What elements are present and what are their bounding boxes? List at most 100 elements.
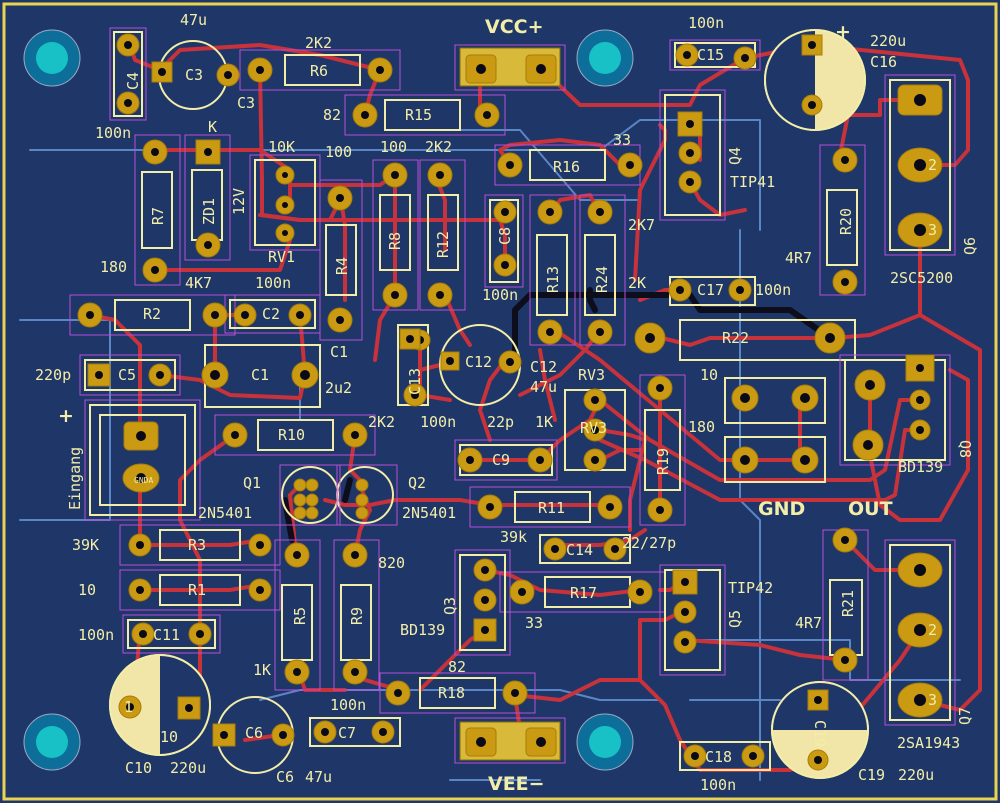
pads-square bbox=[87, 34, 943, 757]
label-r6: R6 bbox=[310, 62, 328, 80]
label-r20-val: 4R7 bbox=[785, 249, 812, 267]
label-r10: R10 bbox=[278, 426, 305, 444]
label-r2: R2 bbox=[143, 305, 161, 323]
label-c10-inner: 10 bbox=[160, 728, 178, 746]
label-r1-val: 10 bbox=[78, 581, 96, 599]
label-vcc: VCC+ bbox=[485, 16, 544, 38]
label-q8-val: BD139 bbox=[898, 458, 943, 476]
label-r3: R3 bbox=[188, 536, 206, 554]
label-rv3: RV3 bbox=[578, 366, 605, 384]
label-eingang-plus: + bbox=[58, 405, 74, 427]
label-r11-val: 39k bbox=[500, 528, 527, 546]
label-q6-pin3: 3 bbox=[928, 221, 937, 239]
label-r21-val: 4R7 bbox=[795, 614, 822, 632]
label-c10: C10 bbox=[125, 759, 152, 777]
label-c6-val: 47u bbox=[305, 768, 332, 786]
label-c14: C14 bbox=[566, 541, 593, 559]
label-q1-val: 2N5401 bbox=[198, 504, 252, 522]
label-c4-val: 100n bbox=[95, 124, 131, 142]
pads bbox=[77, 33, 943, 771]
label-r7: R7 bbox=[149, 207, 167, 225]
label-r19-val: 180 bbox=[688, 418, 715, 436]
label-c19-inner: C19 bbox=[811, 720, 829, 747]
label-q3-val: BD139 bbox=[400, 621, 445, 639]
label-r21: R21 bbox=[839, 590, 857, 617]
label-c18-val: 100n bbox=[700, 776, 736, 794]
label-c4: C4 bbox=[124, 72, 142, 90]
label-c17-val: 100n bbox=[755, 281, 791, 299]
label-q4-val: TIP41 bbox=[730, 173, 775, 191]
label-rv1: RV1 bbox=[268, 248, 295, 266]
label-c16: C16 bbox=[870, 53, 897, 71]
label-r15-val: 82 bbox=[323, 106, 341, 124]
silkscreen-labels: VCC+ VEE− GND OUT Eingang + 47u C3 C3 C4… bbox=[35, 11, 979, 795]
label-r12-val: 2K2 bbox=[425, 138, 452, 156]
label-rv1-val2: 4K7 bbox=[185, 274, 212, 292]
label-c10-val: 220u bbox=[170, 759, 206, 777]
label-c2: C2 bbox=[262, 305, 280, 323]
label-r1: R1 bbox=[188, 581, 206, 599]
label-q7: Q7 bbox=[956, 707, 974, 725]
label-r24-val: 2K bbox=[628, 274, 646, 292]
label-r22-val: 10 bbox=[700, 366, 718, 384]
label-gnd: GND bbox=[758, 498, 805, 520]
label-q5: Q5 bbox=[726, 610, 744, 628]
heavy-traces bbox=[282, 287, 833, 543]
label-c2-val: 100n bbox=[255, 274, 291, 292]
label-q2: Q2 bbox=[408, 474, 426, 492]
label-out: OUT bbox=[848, 498, 893, 520]
label-r16-val: 33 bbox=[613, 131, 631, 149]
label-c19-val: 220u bbox=[898, 766, 934, 784]
label-c3b: C3 bbox=[237, 94, 255, 112]
label-c6-2: C6 bbox=[276, 768, 294, 786]
label-q5-val: TIP42 bbox=[728, 579, 773, 597]
label-q4: Q4 bbox=[726, 147, 744, 165]
label-q7-pin2: 2 bbox=[928, 621, 937, 639]
label-q1: Q1 bbox=[243, 474, 261, 492]
label-r13: R13 bbox=[544, 266, 562, 293]
label-c13: C13 bbox=[406, 368, 424, 395]
label-c1: C1 bbox=[330, 343, 348, 361]
label-q7-val: 2SA1943 bbox=[897, 734, 960, 752]
label-r9-val: 820 bbox=[378, 554, 405, 572]
label-c14-val: 22/27p bbox=[622, 534, 676, 552]
label-r18: R18 bbox=[438, 684, 465, 702]
label-q6-pin2: 2 bbox=[928, 156, 937, 174]
label-c12: C12 bbox=[465, 353, 492, 371]
label-r18-val: 82 bbox=[448, 658, 466, 676]
label-c-100n-mid: 100n bbox=[420, 413, 456, 431]
label-r8: R8 bbox=[386, 232, 404, 250]
label-c5-val: 220p bbox=[35, 366, 71, 384]
label-input-pin: GNDA bbox=[134, 476, 153, 485]
label-r16-val2: 2K7 bbox=[628, 216, 655, 234]
label-c5: C5 bbox=[118, 366, 136, 384]
label-c3: C3 bbox=[185, 66, 203, 84]
label-c8: C8 bbox=[496, 227, 514, 245]
label-q6: Q6 bbox=[961, 237, 979, 255]
back-copper-traces bbox=[19, 119, 961, 781]
label-rv1-val: 10K bbox=[268, 138, 295, 156]
label-r24: R24 bbox=[593, 266, 611, 293]
label-c18: C18 bbox=[705, 748, 732, 766]
mounting-holes bbox=[23, 29, 634, 771]
label-c12-val: 47u bbox=[530, 378, 557, 396]
label-r3-val: 39K bbox=[72, 536, 99, 554]
label-zd1-val: 12V bbox=[230, 188, 248, 215]
label-r5-val: 1K bbox=[253, 661, 271, 679]
label-r5: R5 bbox=[291, 607, 309, 625]
label-r12: R12 bbox=[434, 231, 452, 258]
label-c12b: C12 bbox=[530, 358, 557, 376]
label-zd1: ZD1 bbox=[200, 198, 218, 225]
label-eingang: Eingang bbox=[66, 447, 84, 510]
label-r16: R16 bbox=[553, 158, 580, 176]
label-r17: R17 bbox=[570, 584, 597, 602]
label-c16-plus: + bbox=[835, 21, 851, 43]
label-c3-val: 47u bbox=[180, 11, 207, 29]
label-c17: C17 bbox=[697, 281, 724, 299]
label-q6-val: 2SC5200 bbox=[890, 269, 953, 287]
label-r22: R22 bbox=[722, 329, 749, 347]
label-r4: R4 bbox=[333, 257, 351, 275]
label-c19: C19 bbox=[858, 766, 885, 784]
label-r11: R11 bbox=[538, 499, 565, 517]
